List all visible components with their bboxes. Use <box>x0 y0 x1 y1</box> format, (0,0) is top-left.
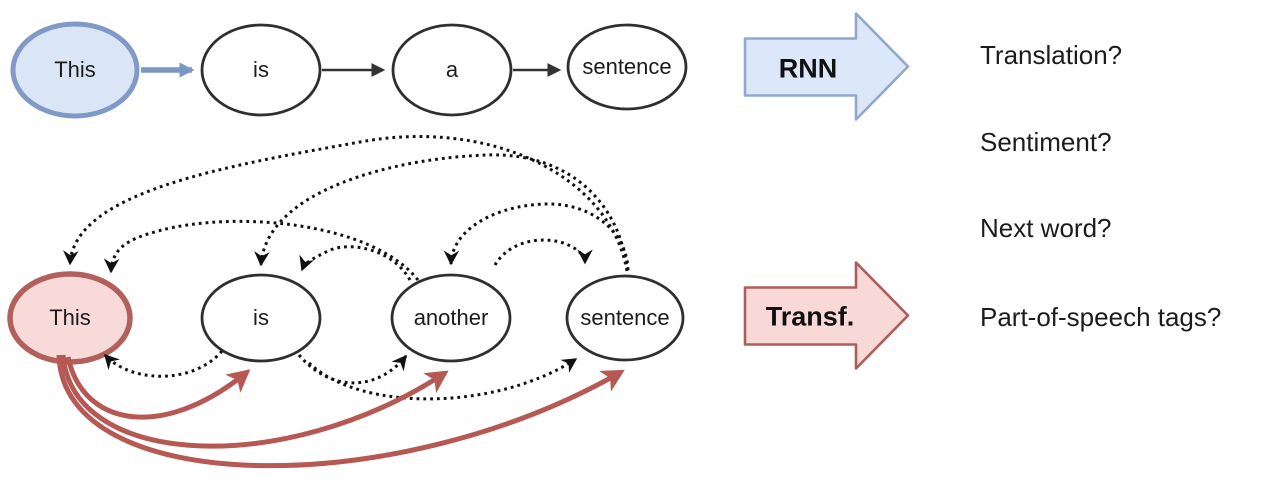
attention-arcs-below <box>103 350 578 401</box>
rnn-node-label: a <box>445 57 459 82</box>
transformer-node-sentence <box>565 274 685 362</box>
attention-arc-another-to-sentence <box>493 238 593 266</box>
task-next-word: Next word? <box>980 213 1112 243</box>
transformer-node-label: another <box>413 305 489 330</box>
rnn-node-label: is <box>253 57 269 82</box>
attention-arc-another-to-this <box>103 219 420 281</box>
task-pos-tags: Part-of-speech tags? <box>980 302 1222 332</box>
attention-arc-is-to-this <box>103 350 224 378</box>
rnn-node-label: This <box>54 57 96 82</box>
transformer-sequence-diagram <box>7 135 685 469</box>
context-arc-this-to-sentence <box>56 354 625 469</box>
attention-arc-sentence-to-is <box>254 153 629 272</box>
transformer-node-label: is <box>253 305 269 330</box>
rnn-node-this <box>10 21 140 119</box>
rnn-node-sentence <box>566 23 688 111</box>
attention-arc-sentence-to-another <box>443 202 630 271</box>
attention-arc-is-to-sentence <box>307 357 578 401</box>
rnn-big-arrow-icon <box>743 12 910 121</box>
transformer-node-label: This <box>49 305 91 330</box>
context-arc-this-to-another <box>60 354 449 449</box>
rnn-node-is <box>200 23 322 117</box>
context-arc-this-to-is <box>65 356 251 420</box>
attention-arc-another-to-is <box>299 245 412 281</box>
task-translation: Translation? <box>980 40 1123 70</box>
rnn-node-a <box>391 23 513 117</box>
attention-arc-sentence-to-this <box>62 135 629 272</box>
rnn-node-label: sentence <box>582 54 672 79</box>
attention-arcs-above <box>62 135 630 281</box>
context-arcs-from-this <box>56 354 625 469</box>
transformer-node-another <box>390 273 512 363</box>
rnn-arrow-label: RNN <box>778 53 838 84</box>
transformer-node-is <box>200 273 322 363</box>
transformer-node-label: sentence <box>580 305 670 330</box>
task-sentiment: Sentiment? <box>980 127 1112 157</box>
transformer-big-arrow-icon <box>743 261 910 370</box>
transformer-arrow-label: Transf. <box>765 301 855 332</box>
rnn-sequence-diagram <box>10 21 688 119</box>
